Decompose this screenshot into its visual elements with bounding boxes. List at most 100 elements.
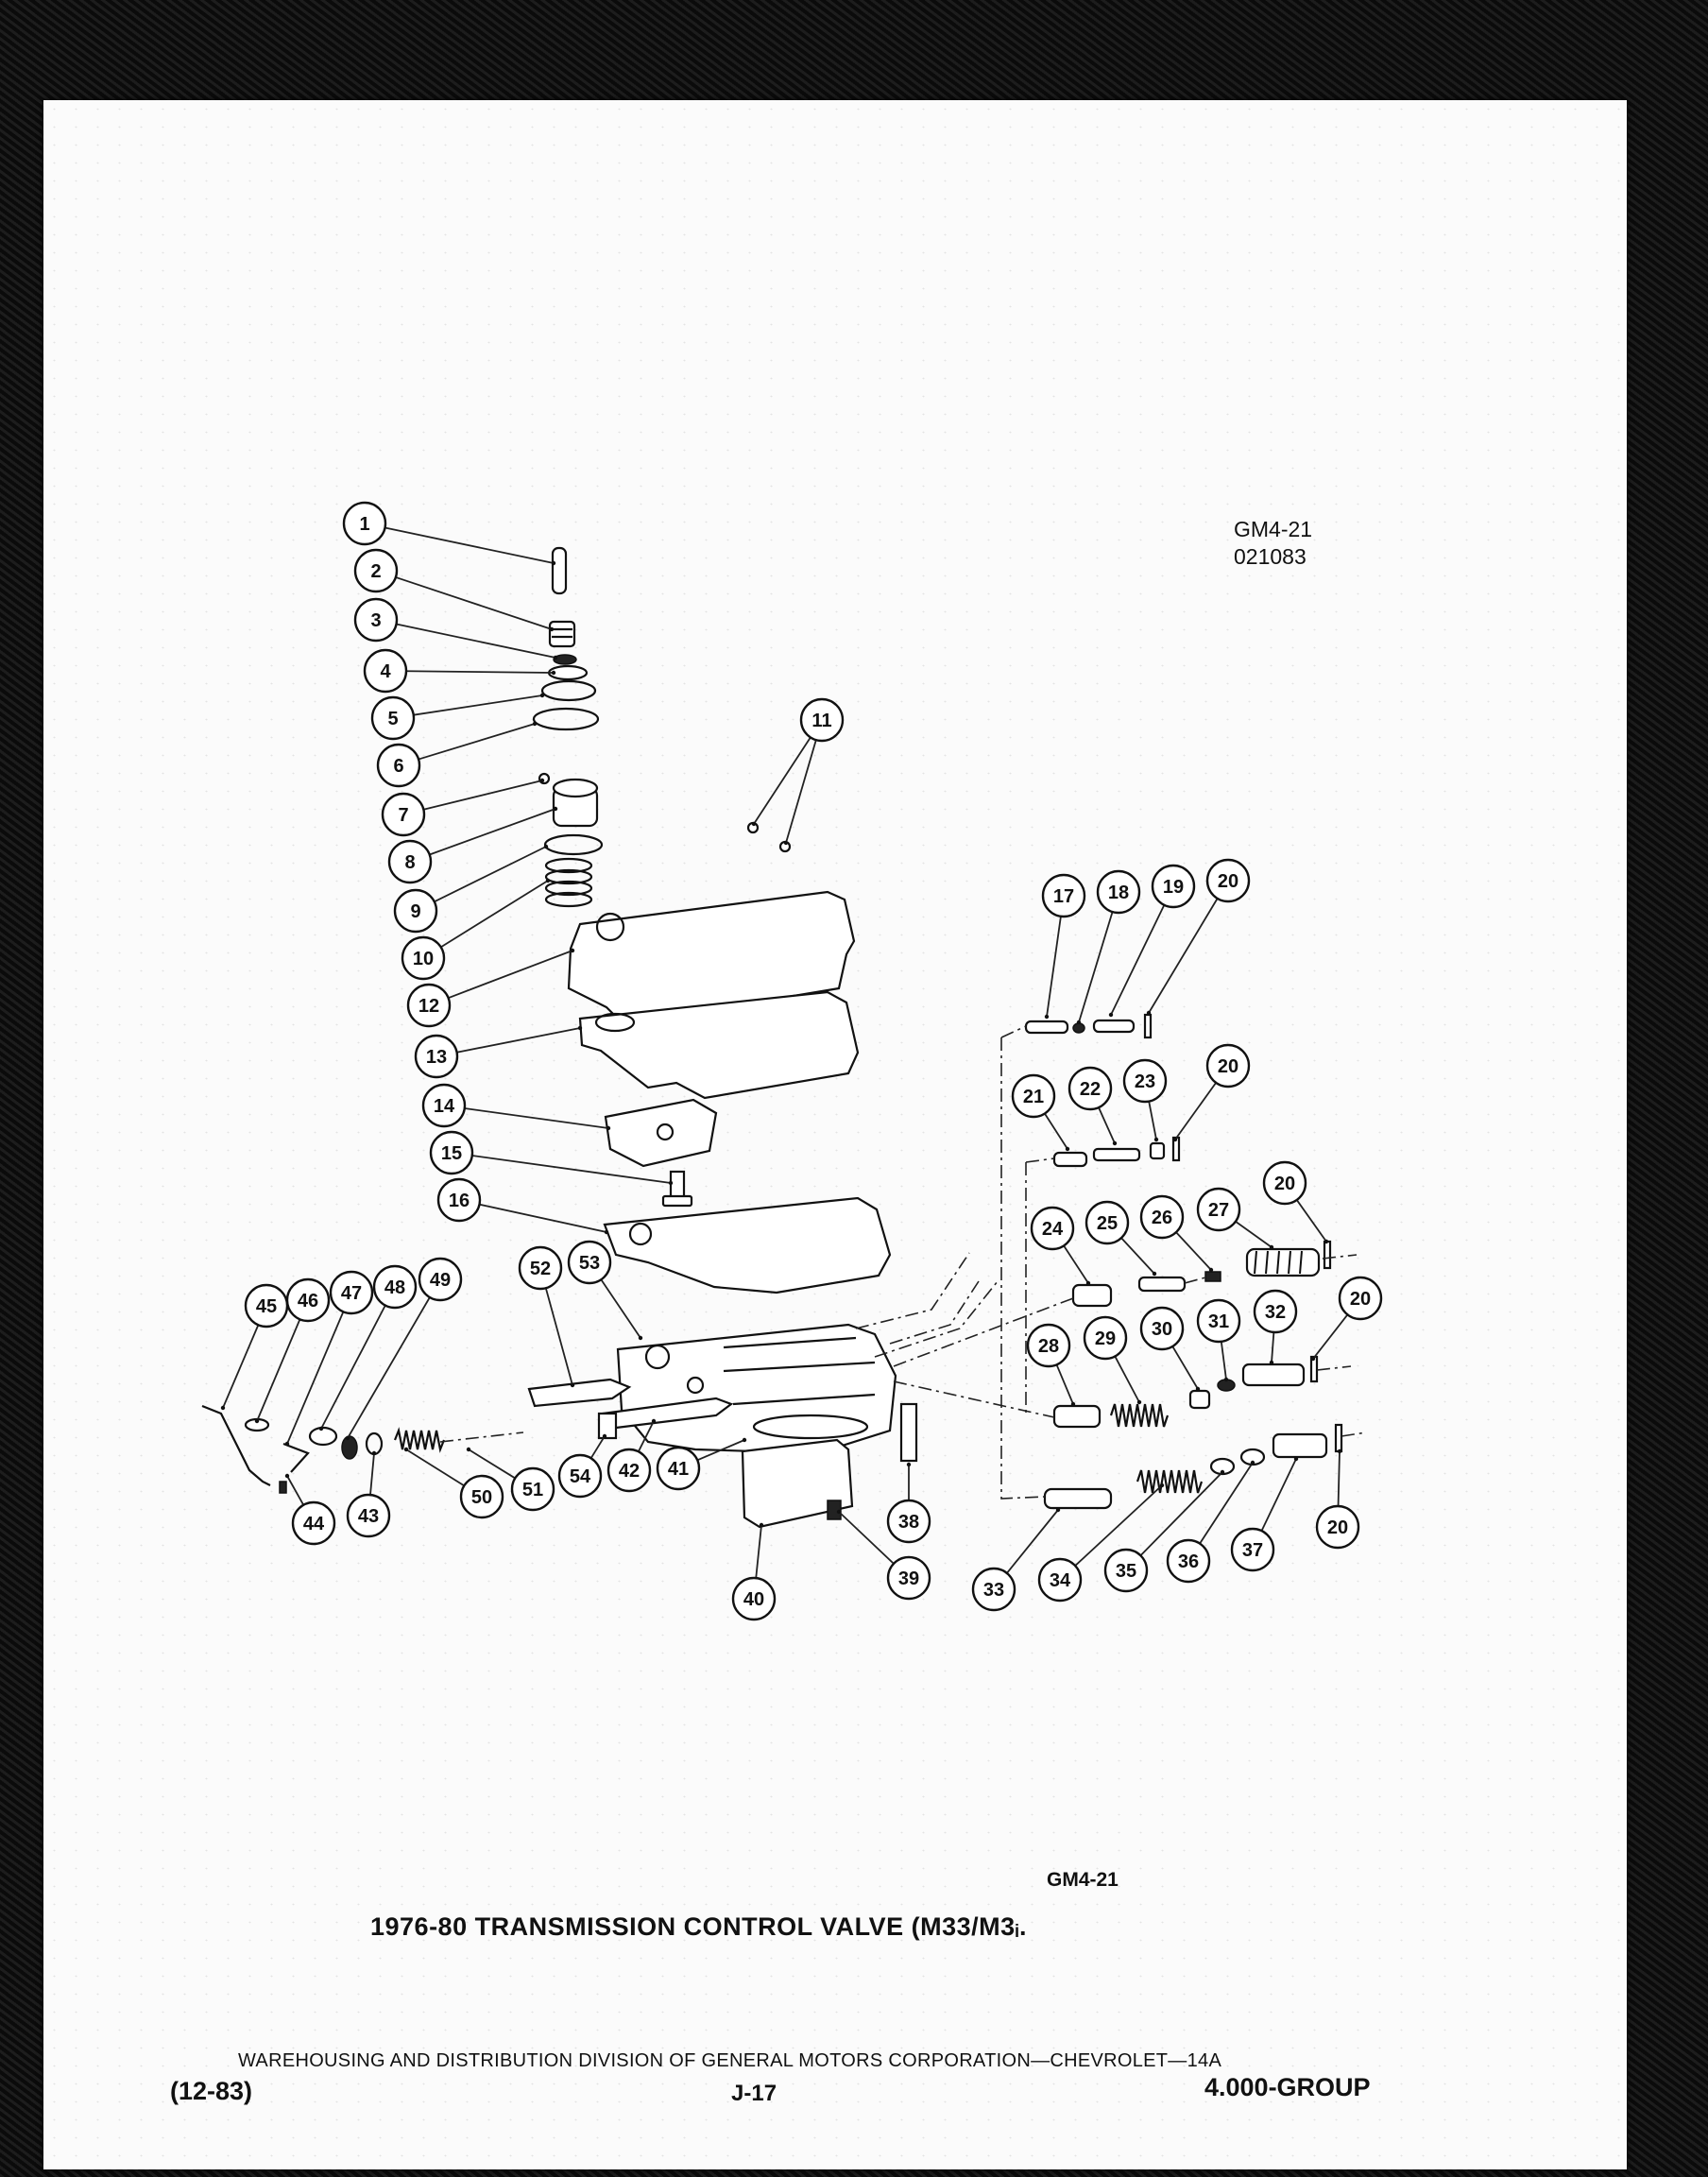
callout-24: 24 bbox=[1030, 1206, 1075, 1251]
callout-2: 2 bbox=[353, 548, 399, 593]
callout-circle bbox=[381, 792, 426, 837]
callout-12: 12 bbox=[406, 983, 452, 1028]
callout-46: 46 bbox=[285, 1277, 331, 1323]
callout-54: 54 bbox=[557, 1453, 603, 1499]
callout-20b: 20 bbox=[1205, 1043, 1251, 1088]
callout-circle bbox=[1196, 1187, 1241, 1232]
callout-9: 9 bbox=[393, 888, 438, 934]
leader-line-32 bbox=[1271, 1331, 1275, 1363]
leader-line-6 bbox=[418, 723, 536, 761]
callout-circle bbox=[1026, 1323, 1071, 1368]
callout-number: 20 bbox=[1350, 1289, 1371, 1310]
callout-number: 20 bbox=[1274, 1174, 1295, 1194]
leader-line-19 bbox=[1110, 904, 1166, 1016]
callout-number: 28 bbox=[1038, 1336, 1059, 1357]
callout-circle bbox=[1230, 1527, 1275, 1572]
callout-15: 15 bbox=[429, 1130, 474, 1175]
callout-53: 53 bbox=[567, 1240, 612, 1285]
callout-circle bbox=[1096, 869, 1141, 915]
leader-line-34 bbox=[1074, 1484, 1163, 1567]
leader-tip-42 bbox=[651, 1418, 657, 1424]
leader-line-18 bbox=[1078, 911, 1114, 1023]
leader-line-27 bbox=[1235, 1221, 1272, 1248]
callout-number: 54 bbox=[570, 1466, 591, 1487]
leader-tip-30 bbox=[1195, 1386, 1201, 1392]
leader-tip-38 bbox=[906, 1462, 912, 1467]
publisher-line: WAREHOUSING AND DISTRIBUTION DIVISION OF… bbox=[238, 2050, 1222, 2071]
leader-tip-5 bbox=[539, 693, 545, 698]
leader-tip-14 bbox=[606, 1125, 611, 1131]
callout-35: 35 bbox=[1103, 1548, 1149, 1593]
leader-line-21 bbox=[1044, 1113, 1068, 1150]
callout-number: 45 bbox=[256, 1296, 277, 1317]
callout-number: 53 bbox=[579, 1253, 600, 1274]
callout-circle bbox=[363, 648, 408, 694]
callout-circle bbox=[886, 1555, 931, 1601]
callout-circle bbox=[799, 697, 845, 743]
leader-tip-29 bbox=[1136, 1399, 1142, 1405]
callout-circle bbox=[1196, 1298, 1241, 1344]
callout-circle bbox=[406, 983, 452, 1028]
leader-line-20b bbox=[1174, 1082, 1217, 1140]
leader-tip-24 bbox=[1085, 1280, 1091, 1286]
callout-circle bbox=[1122, 1058, 1168, 1104]
leader-line-46 bbox=[256, 1318, 301, 1422]
callout-circle bbox=[1139, 1194, 1185, 1240]
callout-32: 32 bbox=[1253, 1289, 1298, 1334]
callout-number: 24 bbox=[1042, 1219, 1064, 1240]
callout-circle bbox=[1338, 1276, 1383, 1321]
callout-number: 9 bbox=[410, 901, 420, 922]
leader-line-20e bbox=[1337, 1450, 1341, 1507]
leader-line-49 bbox=[347, 1296, 431, 1439]
callout-19: 19 bbox=[1151, 864, 1196, 909]
callout-circle bbox=[353, 548, 399, 593]
callout-circle bbox=[1253, 1289, 1298, 1334]
leader-line-20d bbox=[1312, 1313, 1349, 1360]
callout-number: 21 bbox=[1023, 1087, 1044, 1107]
callout-23: 23 bbox=[1122, 1058, 1168, 1104]
leader-tip-20b bbox=[1172, 1137, 1178, 1142]
callout-43: 43 bbox=[346, 1493, 391, 1538]
callout-number: 42 bbox=[619, 1461, 640, 1482]
leader-line-9 bbox=[434, 846, 547, 903]
callout-circle bbox=[329, 1270, 374, 1315]
leader-tip-20e bbox=[1337, 1448, 1342, 1454]
leader-line-2 bbox=[395, 576, 553, 630]
callout-circle bbox=[285, 1277, 331, 1323]
leader-tip-4 bbox=[551, 670, 556, 676]
callout-number: 3 bbox=[370, 610, 381, 631]
callout-circle bbox=[1041, 873, 1086, 918]
callout-33: 33 bbox=[971, 1567, 1016, 1612]
leader-tip-11 bbox=[751, 821, 757, 827]
callout-number: 25 bbox=[1097, 1213, 1118, 1234]
leader-tip-44 bbox=[284, 1473, 290, 1479]
leader-tip-41 bbox=[742, 1437, 747, 1443]
callout-52: 52 bbox=[518, 1245, 563, 1291]
callout-circle bbox=[436, 1177, 482, 1223]
callout-25: 25 bbox=[1085, 1200, 1130, 1245]
callout-50: 50 bbox=[459, 1474, 504, 1519]
leader-tip-22 bbox=[1112, 1140, 1118, 1146]
leader-tip-19 bbox=[1108, 1012, 1114, 1018]
callout-number: 29 bbox=[1095, 1328, 1116, 1349]
leader-tip-2 bbox=[549, 626, 555, 632]
leader-tip-35 bbox=[1220, 1469, 1225, 1475]
callout-number: 40 bbox=[743, 1589, 764, 1610]
callout-number: 34 bbox=[1050, 1570, 1071, 1591]
callout-27: 27 bbox=[1196, 1187, 1241, 1232]
callout-number: 47 bbox=[341, 1283, 362, 1304]
callout-34: 34 bbox=[1037, 1557, 1083, 1603]
leader-line-17 bbox=[1046, 916, 1062, 1018]
callout-number: 8 bbox=[404, 852, 415, 873]
leader-tip-52 bbox=[570, 1382, 575, 1388]
callout-37: 37 bbox=[1230, 1527, 1275, 1572]
callout-circle bbox=[387, 839, 433, 884]
leader-line-31 bbox=[1220, 1341, 1227, 1380]
callout-circle bbox=[731, 1576, 777, 1621]
leader-line-26 bbox=[1175, 1231, 1212, 1271]
callout-number: 50 bbox=[471, 1487, 492, 1508]
leader-line-11 bbox=[753, 736, 811, 825]
callout-number: 27 bbox=[1208, 1200, 1229, 1221]
leader-line-3 bbox=[396, 623, 556, 659]
